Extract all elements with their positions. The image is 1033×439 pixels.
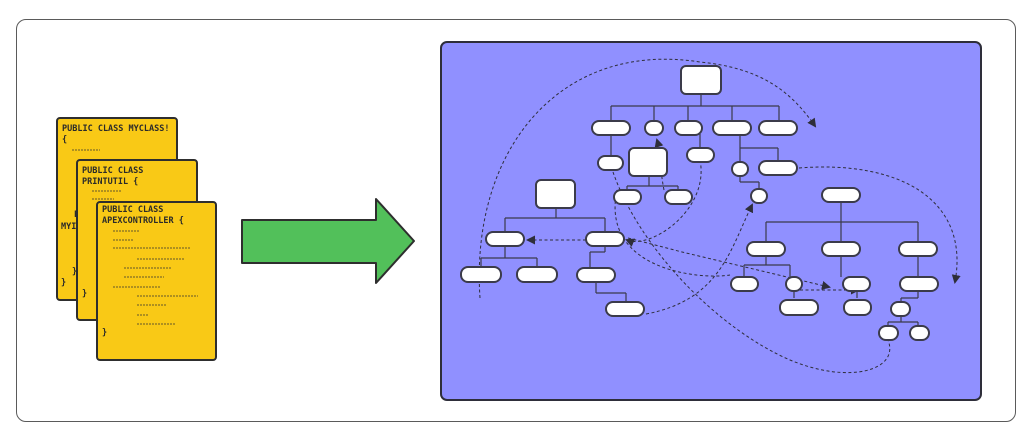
- doc2-line-2: PRINTUTIL {: [82, 177, 138, 187]
- node-right-child-1: [746, 241, 786, 257]
- doc2-line-1: PUBLIC CLASS: [82, 166, 143, 176]
- node-root-top: [680, 65, 722, 95]
- node-root-left: [535, 179, 576, 209]
- doc3-close: }: [102, 328, 107, 338]
- node-right-g6: [899, 276, 939, 292]
- node-top-box: [628, 147, 668, 177]
- node-top-g3: [731, 161, 749, 177]
- tree-diagram-panel: [440, 41, 982, 401]
- node-left-g2: [516, 266, 558, 283]
- node-right-g7: [890, 301, 911, 317]
- node-left-g4: [605, 301, 645, 317]
- node-right-g1: [730, 276, 759, 292]
- node-right-g5: [843, 299, 872, 316]
- code-document-apexcontroller: PUBLIC CLASS APEXCONTROLLER { }: [96, 201, 217, 361]
- node-top-gg1: [613, 189, 642, 205]
- node-left-g3: [576, 267, 616, 283]
- node-top-child-3: [674, 120, 703, 136]
- tree-nodes: [460, 65, 939, 341]
- tree-edges: [480, 94, 919, 326]
- doc1-close-2: }: [61, 278, 66, 288]
- document-stack: PUBLIC CLASS MYCLASS! { F MYI } } PUBLIC…: [56, 117, 217, 361]
- node-right-g2: [785, 276, 803, 292]
- node-right-child-2: [821, 241, 861, 257]
- doc3-line-1: PUBLIC CLASS: [102, 205, 163, 215]
- node-top-child-2: [644, 120, 664, 136]
- doc1-line-2: {: [62, 135, 67, 145]
- node-left-g1: [460, 266, 502, 283]
- dependency-arrows: [478, 58, 961, 374]
- node-right-g4: [842, 276, 871, 292]
- node-top-g1: [597, 155, 624, 171]
- node-top-child-5: [758, 120, 798, 136]
- node-top-g4: [758, 160, 798, 176]
- doc3-line-2: APEXCONTROLLER {: [102, 216, 184, 226]
- node-right-g8: [878, 325, 899, 341]
- doc1-line-1: PUBLIC CLASS MYCLASS!: [62, 124, 169, 134]
- right-arrow-icon: [241, 198, 415, 284]
- doc1-partial-2: MYI: [61, 222, 76, 232]
- node-left-child-2: [585, 231, 625, 247]
- doc2-close: }: [82, 289, 87, 299]
- node-right-g9: [909, 325, 930, 341]
- node-top-gg3: [750, 188, 768, 204]
- node-top-child-1: [591, 120, 631, 136]
- node-right-child-3: [898, 241, 938, 257]
- node-top-gg2: [664, 189, 693, 205]
- node-top-g2: [686, 147, 715, 163]
- node-top-child-4: [712, 120, 752, 136]
- node-left-child-1: [485, 231, 525, 247]
- node-root-right: [821, 187, 861, 203]
- doc1-close-1: }: [72, 267, 77, 277]
- node-right-g3: [779, 299, 819, 316]
